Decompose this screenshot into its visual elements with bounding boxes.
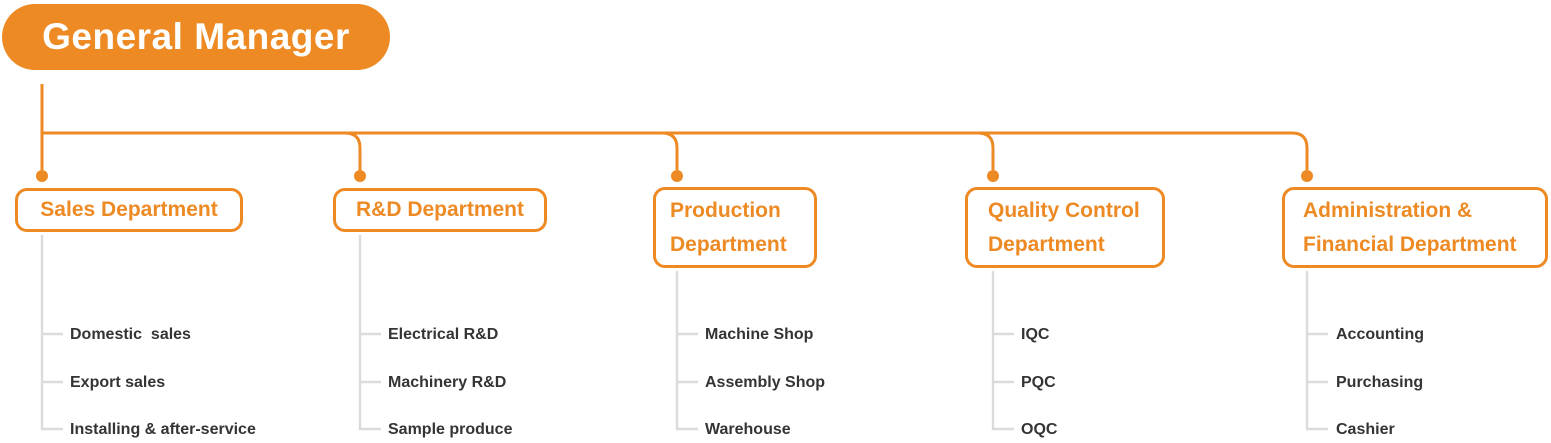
subtree-line-sales (40, 235, 63, 431)
general-manager-label: General Manager (42, 16, 350, 57)
sub-item-iqc: IQC (1021, 326, 1050, 343)
sub-item-machinery-rd: Machinery R&D (388, 374, 507, 391)
sub-item-purchasing: Purchasing (1336, 374, 1424, 391)
sub-item-pqc: PQC (1021, 374, 1056, 391)
department-label: R&D Department (355, 198, 525, 221)
connector-dot (1301, 170, 1313, 182)
sub-item-machine-shop: Machine Shop (705, 326, 814, 343)
department-node-admin-financial: Administration & Financial Department (1282, 187, 1548, 268)
sub-item-electrical-rd: Electrical R&D (388, 326, 499, 343)
subtree-line-rd (358, 235, 381, 431)
department-label: Sales Department (40, 198, 218, 221)
connector-dot (987, 170, 999, 182)
sub-item-sample-produce: Sample produce (388, 421, 513, 438)
connector-branch-qc (977, 131, 995, 170)
department-node-quality-control: Quality Control Department (965, 187, 1165, 268)
connector-branch-rd (344, 131, 362, 170)
subtree-line-admin (1305, 271, 1328, 431)
connector-dot (671, 170, 683, 182)
connector-dot (36, 170, 48, 182)
sub-item-domestic-sales: Domestic sales (70, 326, 191, 343)
sub-item-cashier: Cashier (1336, 421, 1395, 438)
department-label-line2: Financial Department (1303, 232, 1517, 256)
general-manager-node: General Manager (2, 4, 390, 70)
sub-item-assembly-shop: Assembly Shop (705, 374, 826, 391)
department-node-sales: Sales Department (15, 188, 243, 232)
department-label: Quality Control (988, 198, 1140, 222)
department-label-line2: Department (988, 232, 1105, 256)
subtree-line-qc (991, 271, 1014, 431)
department-node-production: Production Department (653, 187, 817, 268)
department-label-line2: Department (670, 232, 787, 256)
sub-item-warehouse: Warehouse (705, 421, 791, 438)
department-node-rd: R&D Department (333, 188, 547, 232)
department-label: Administration & (1303, 198, 1473, 222)
sub-item-export-sales: Export sales (70, 374, 166, 391)
sub-item-accounting: Accounting (1336, 326, 1424, 343)
subtree-line-production (675, 271, 698, 431)
connector-horizontal-rail (42, 131, 1309, 170)
department-label: Production (670, 198, 781, 222)
sub-item-oqc: OQC (1021, 421, 1058, 438)
connector-branch-production (661, 131, 679, 170)
connector-dot (354, 170, 366, 182)
sub-item-installing-after-service: Installing & after-service (70, 421, 256, 438)
